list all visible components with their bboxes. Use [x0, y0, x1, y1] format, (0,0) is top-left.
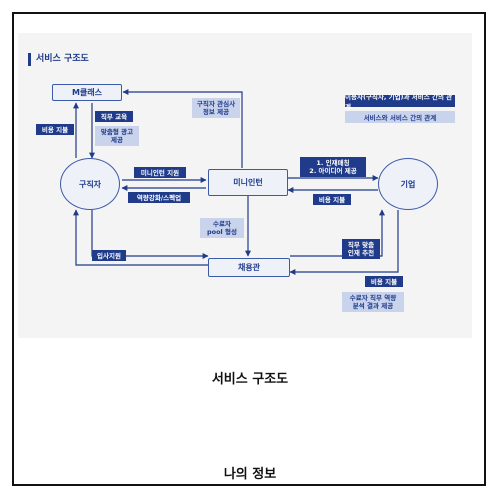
- title-accent-bar: [28, 53, 31, 66]
- arrow-employment-to-jobseeker: [73, 209, 208, 266]
- caption-main: 서비스 구조도: [211, 372, 289, 387]
- label-job-apply: 입사지원: [92, 250, 126, 261]
- node-jobseeker: 구직자: [60, 158, 120, 210]
- label-job-fit: 직무 맞춤 인재 추천: [342, 239, 380, 259]
- label-cost-support-right: 비용 지불: [313, 194, 351, 205]
- legend-light: 서비스와 서비스 간의 관계: [345, 111, 455, 123]
- arrow-employment-to-company: [290, 209, 385, 257]
- label-miniintern-support: 미니인턴 지원: [134, 167, 186, 178]
- label-graduate-pool: 수료자 pool 형성: [200, 218, 244, 238]
- label-result-analysis: 수료자 직무 역량 분석 결과 제공: [342, 292, 404, 312]
- caption-bottom: 나의 정보: [223, 467, 277, 482]
- label-cost-support-bottom: 비용 지불: [365, 276, 403, 287]
- node-miniintern: 미니인턴: [208, 169, 288, 196]
- label-capability: 역량강화/스펙업: [128, 192, 190, 203]
- legend-dark: 이용자(구직자, 기업)과 서비스 간의 관계: [345, 93, 455, 111]
- label-job-education: 직무 교육: [95, 111, 133, 122]
- arrow-miniintern-to-mclass: [122, 89, 243, 168]
- label-cost-support-left: 비용 지불: [36, 124, 74, 135]
- slide-title: 서비스 구조도: [36, 54, 89, 64]
- arrow-company-to-employment: [289, 210, 399, 275]
- node-employment: 채용관: [208, 258, 290, 277]
- label-talent-matching: 1. 인재매칭 2. 아이디어 제공: [300, 157, 366, 177]
- label-custom-ad: 맞춤형 광고 제공: [95, 126, 139, 146]
- node-mclass: M클래스: [52, 84, 122, 101]
- label-jobseeker-interest: 구직자 관심사 정보 제공: [192, 98, 240, 118]
- node-company: 기업: [378, 158, 438, 210]
